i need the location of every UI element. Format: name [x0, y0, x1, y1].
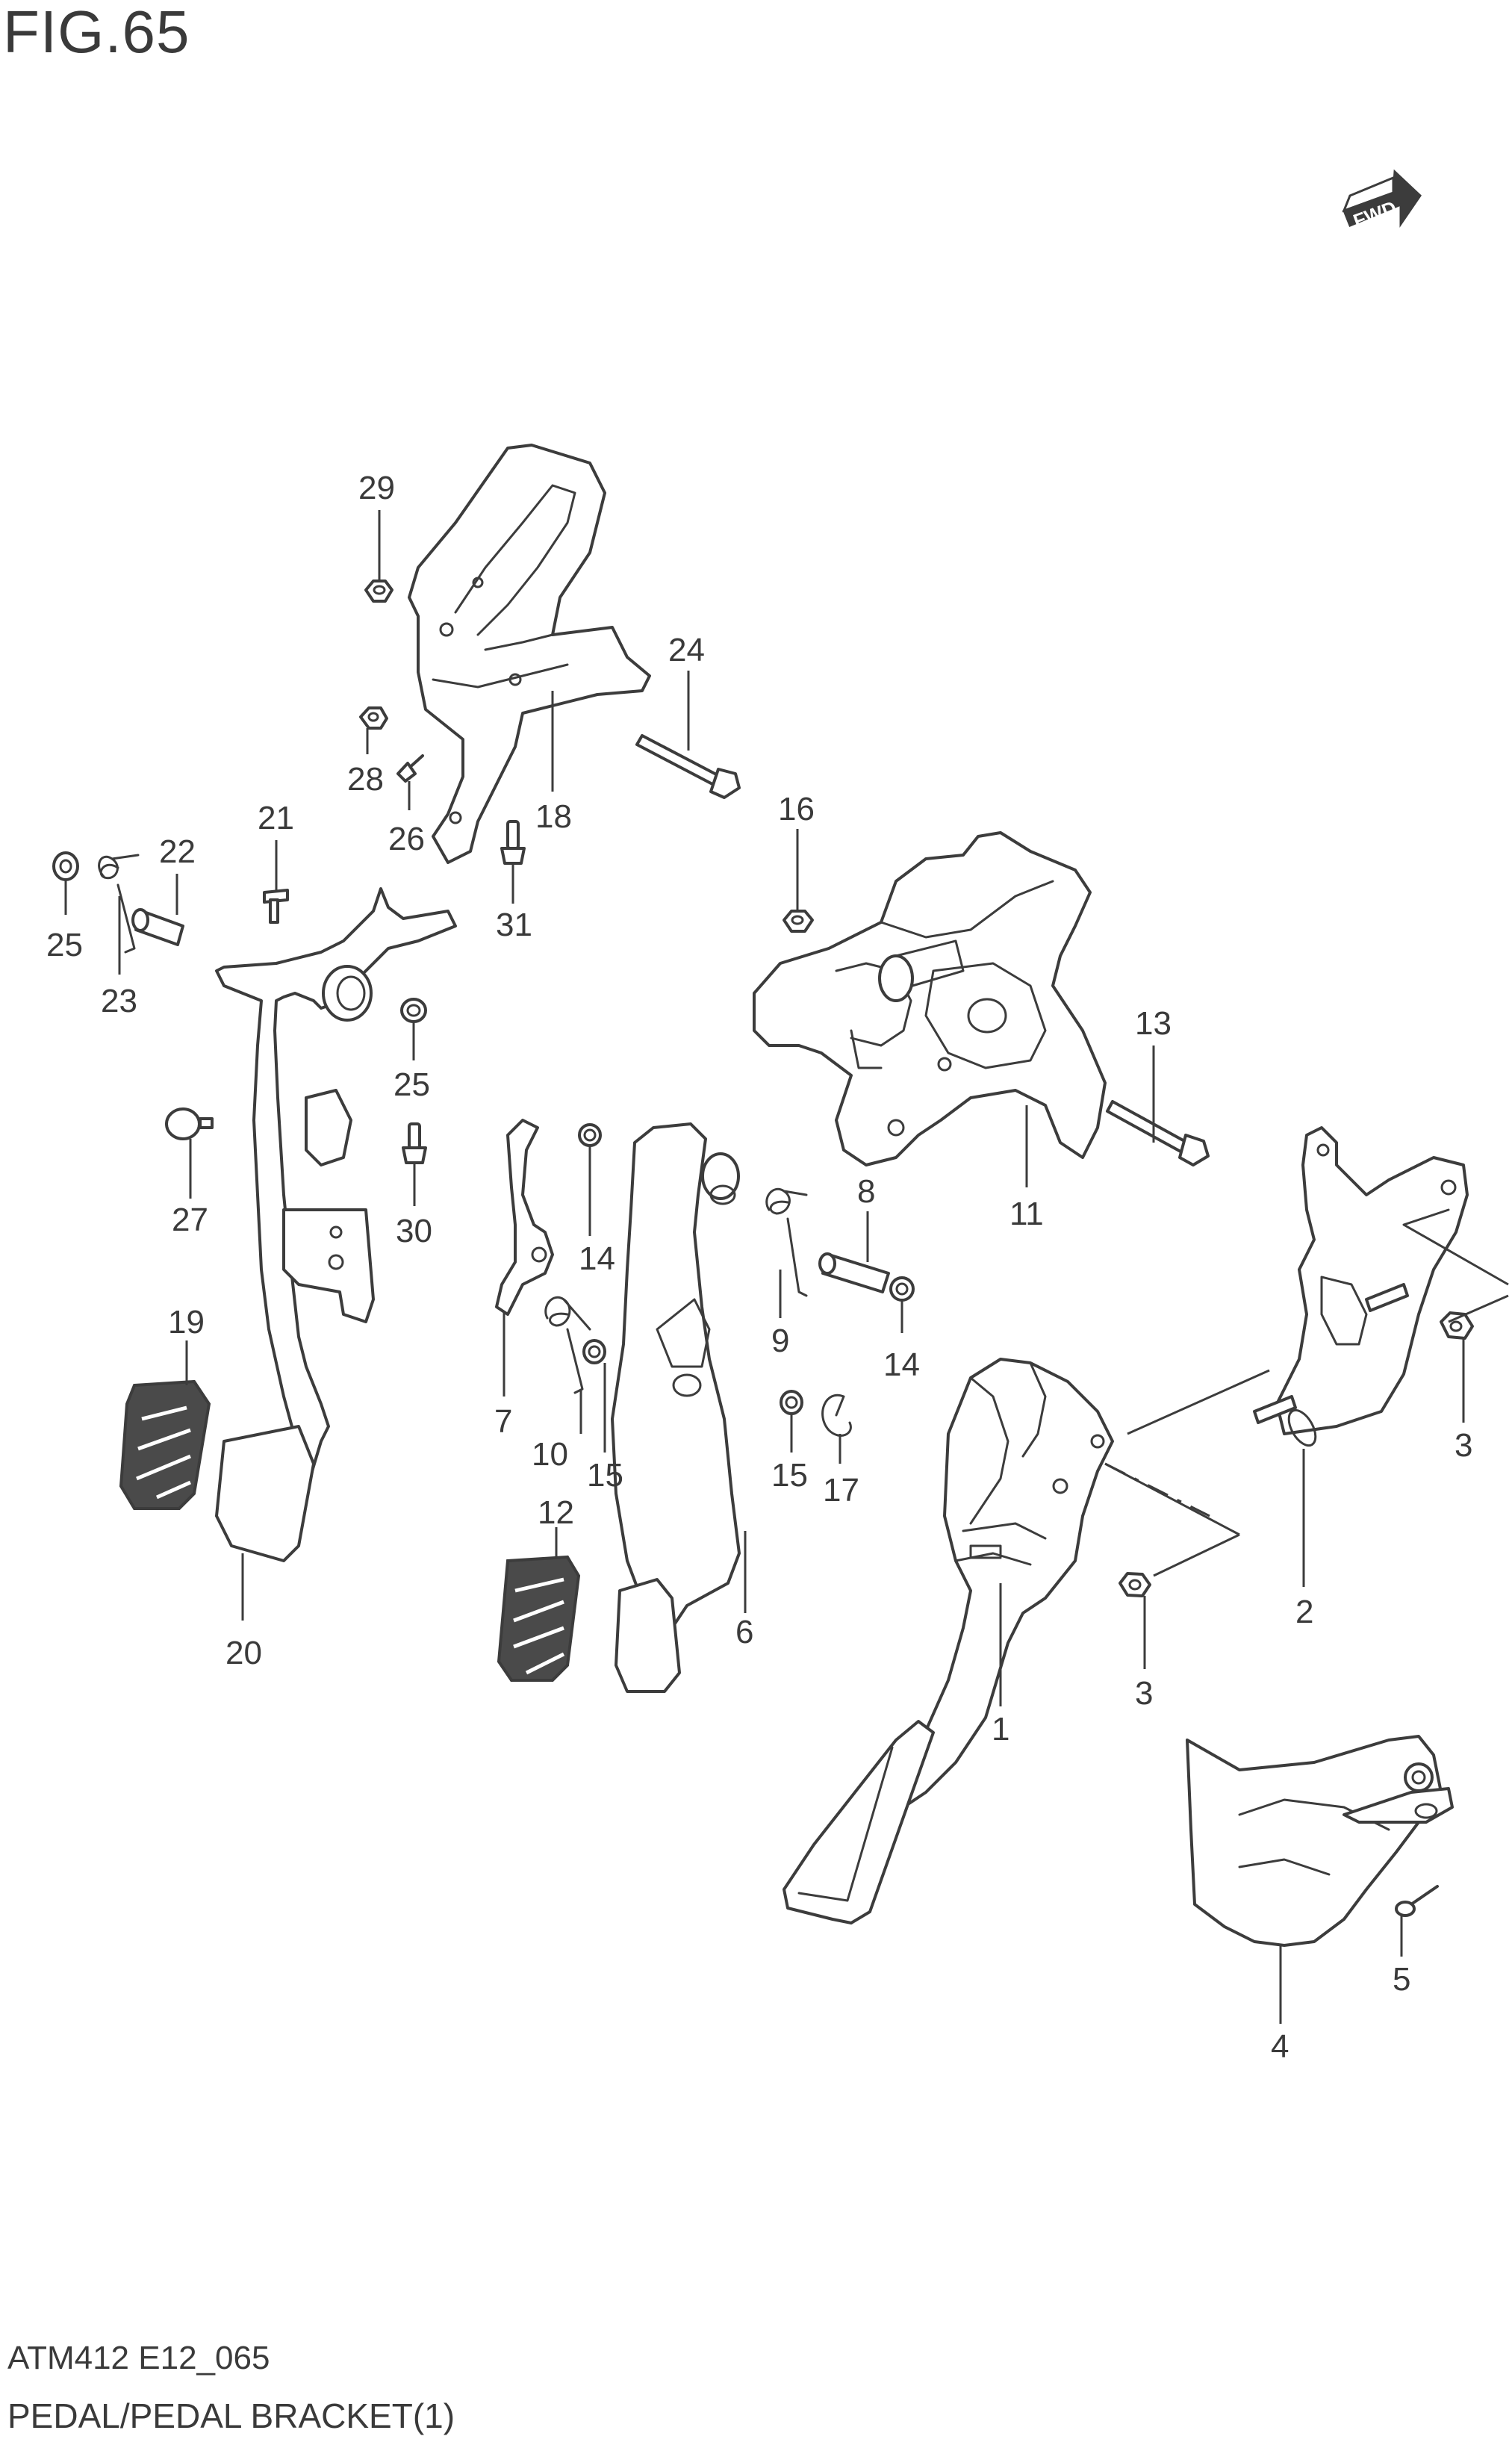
stopper-27 [165, 1107, 214, 1140]
long-bolt-24 [635, 734, 741, 799]
link-7 [495, 1119, 554, 1316]
bushing-14a [578, 1123, 602, 1147]
callout-27: 27 [172, 1202, 208, 1238]
fwd-arrow-icon: FWD [1342, 169, 1422, 232]
callout-26: 26 [388, 821, 425, 857]
callout-3b: 3 [1135, 1675, 1153, 1712]
bushing-14b [889, 1276, 915, 1302]
clip-17 [821, 1394, 852, 1437]
callout-31: 31 [496, 907, 532, 943]
callout-6: 6 [735, 1614, 753, 1650]
callout-15a: 15 [587, 1457, 623, 1494]
bushing-25a [52, 851, 79, 881]
callout-5: 5 [1393, 1961, 1410, 1998]
bushing-15b [780, 1390, 803, 1415]
callout-29: 29 [358, 470, 395, 506]
pedal-pad-19 [119, 1379, 211, 1510]
clutch-pedal-arm [215, 887, 457, 1562]
callout-30: 30 [396, 1213, 432, 1249]
nut-28 [359, 706, 388, 730]
pin-8 [818, 1252, 890, 1293]
figure-code: ATM412 E12_065 [7, 2340, 270, 2376]
callout-9: 9 [771, 1323, 789, 1359]
callout-25a: 25 [46, 927, 83, 963]
bolt-31 [500, 820, 526, 865]
callout-13: 13 [1135, 1005, 1172, 1042]
figure-caption: PEDAL/PEDAL BRACKET(1) [7, 2396, 455, 2435]
callout-18: 18 [535, 798, 572, 835]
callout-19: 19 [168, 1304, 205, 1340]
bushing-25b [400, 998, 427, 1023]
clip-bolt-21 [263, 889, 289, 924]
nut-3b [1119, 1572, 1151, 1597]
callout-10: 10 [532, 1436, 568, 1473]
callout-12: 12 [538, 1494, 574, 1531]
bushing-15a [582, 1339, 606, 1364]
callout-3a: 3 [1455, 1427, 1472, 1464]
pedal-bracket-main [753, 831, 1107, 1166]
assembly-lines [1104, 1223, 1509, 1577]
nut-29 [364, 580, 393, 603]
accelerator-pedal-assembly [783, 1358, 1114, 1924]
brake-pedal-arm [611, 1122, 741, 1693]
upper-pedal-bracket [408, 444, 651, 864]
stud-bolts [1253, 1283, 1409, 1424]
callout-1: 1 [992, 1711, 1009, 1747]
callout-22: 22 [159, 833, 196, 870]
spring-23 [98, 854, 140, 954]
callout-16: 16 [778, 791, 815, 827]
pedal-pad-12 [497, 1555, 581, 1682]
nut-3a [1440, 1311, 1474, 1340]
accelerator-bracket [1275, 1126, 1469, 1447]
callout-15b: 15 [771, 1457, 808, 1494]
spring-10 [544, 1296, 591, 1394]
callout-8: 8 [857, 1173, 875, 1210]
figure-title: FIG.65 [3, 0, 190, 65]
callout-7: 7 [494, 1403, 512, 1440]
callout-4: 4 [1271, 2028, 1289, 2065]
callout-2: 2 [1295, 1594, 1313, 1630]
callout-28: 28 [347, 761, 384, 798]
callout-23: 23 [101, 983, 137, 1019]
callout-17: 17 [823, 1472, 859, 1509]
pin-22 [131, 908, 184, 946]
long-bolt-13 [1106, 1100, 1210, 1166]
callout-14b: 14 [883, 1346, 920, 1383]
callout-20: 20 [225, 1635, 262, 1671]
callout-21: 21 [258, 800, 294, 836]
nut-16 [783, 910, 814, 933]
leader-lines [64, 510, 1465, 2024]
spring-9 [765, 1188, 808, 1297]
screw-5 [1395, 1885, 1439, 1917]
callout-25b: 25 [393, 1066, 430, 1103]
pedal-cover [1186, 1735, 1454, 1947]
callout-24: 24 [668, 632, 705, 668]
callout-labels: 29 24 28 26 18 21 22 25 23 31 16 25 13 2… [46, 470, 1472, 2065]
bolt-30 [402, 1122, 427, 1164]
callout-11: 11 [1009, 1196, 1044, 1232]
callout-14a: 14 [579, 1240, 615, 1277]
bolt-26 [396, 754, 424, 783]
